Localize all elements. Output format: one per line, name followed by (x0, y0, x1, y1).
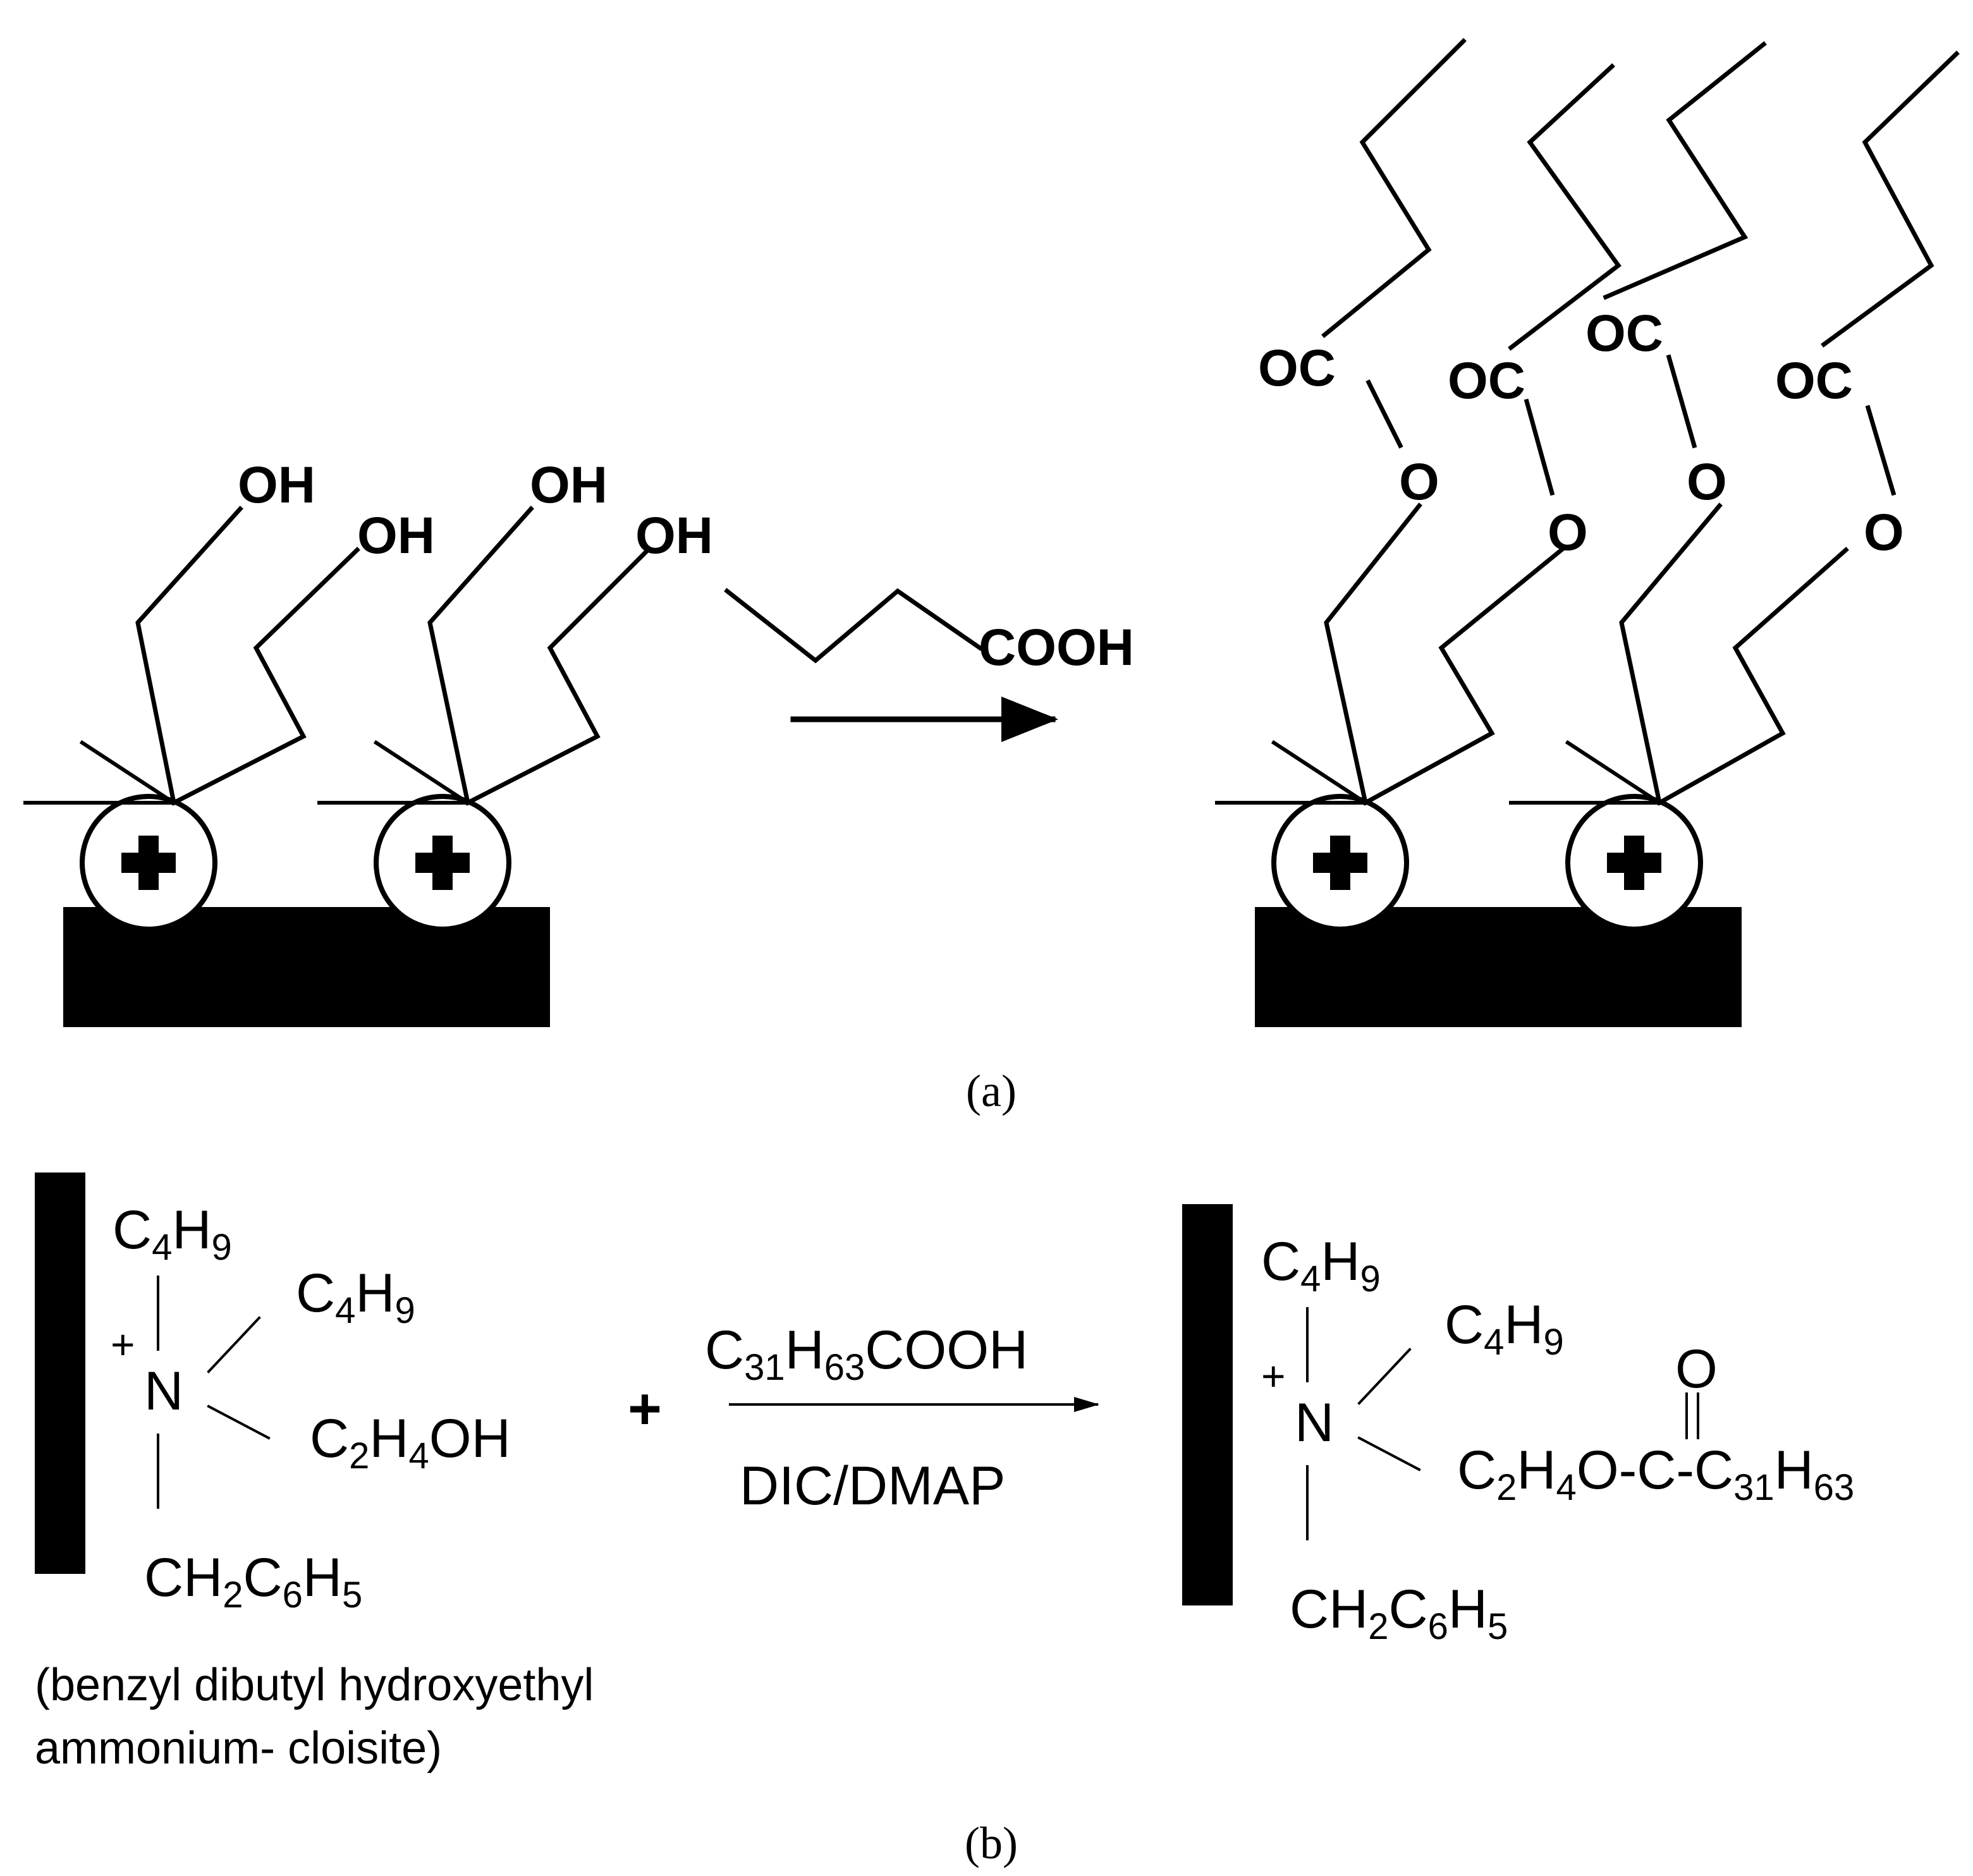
ammonium-nitrogen: N (1295, 1392, 1334, 1453)
product-esterified-clay: C4H9 C4H9 + N O C2H4O-C-C31H63 CH2C6H5 (1182, 1204, 1854, 1647)
carboxyl-label: COOH (979, 619, 1134, 676)
reactant-ammonium-clay: C4H9 C4H9 C2H4OH CH2C6H5 + N (benzyl dib… (35, 1172, 594, 1774)
hydroxyl-chains-before: OH OH OH OH (135, 456, 713, 806)
ester-carbonyl-label: OC (1448, 352, 1525, 410)
ammonium-charge: + (111, 1321, 135, 1368)
ester-carbonyl-label: OC (1258, 339, 1336, 397)
substituent-hydroxyethyl: C2H4OH (310, 1408, 511, 1477)
ester-oxygen-label: O (1399, 453, 1439, 511)
panel-a: OH OH OH OH COOH OC O OC O O (25, 38, 1960, 1116)
panel-b: C4H9 C4H9 C2H4OH CH2C6H5 + N (benzyl dib… (35, 1172, 1854, 1868)
ester-oxygen-label: O (1548, 504, 1588, 561)
ester-carbonyl-label: OC (1585, 305, 1663, 362)
clay-layer-bar (35, 1172, 85, 1574)
reagent-below-arrow: DIC/DMAP (740, 1456, 1005, 1516)
reactant-name-line-1: (benzyl dibutyl hydroxyethyl (35, 1660, 594, 1710)
reactant-name-line-2: ammonium- cloisite) (35, 1723, 442, 1774)
reaction-conditions: C31H63COOH DIC/DMAP (705, 1320, 1099, 1516)
ammonium-nitrogen: N (144, 1361, 183, 1422)
ester-oxygen-label: O (1687, 453, 1727, 511)
ester-oxygen-label: O (1864, 504, 1904, 561)
substituent-butyl-top: C4H9 (113, 1200, 232, 1268)
plus-sign: + (628, 1377, 662, 1441)
clay-surface-after (1217, 743, 1742, 1027)
substituent-benzyl: CH2C6H5 (144, 1547, 362, 1616)
reagent-above-arrow: C31H63COOH (705, 1320, 1028, 1388)
hydroxyl-label: OH (357, 507, 435, 564)
carbonyl-oxygen: O (1675, 1339, 1718, 1399)
clay-layer-bar (1182, 1204, 1233, 1605)
substituent-butyl-right: C4H9 (1445, 1294, 1564, 1363)
ammonium-charge: + (1261, 1353, 1286, 1399)
hydroxyl-label: OH (238, 456, 315, 514)
caption-b: (b) (965, 1818, 1018, 1868)
ester-carbonyl-label: OC (1775, 352, 1853, 410)
ester-chain: C2H4O-C-C31H63 (1457, 1440, 1854, 1508)
caption-a: (a) (966, 1066, 1017, 1116)
clay-surface-before (25, 743, 550, 1027)
substituent-butyl-right: C4H9 (296, 1263, 415, 1331)
substituent-butyl-top: C4H9 (1261, 1231, 1381, 1300)
hydroxyl-label: OH (635, 507, 713, 564)
hydroxyl-label: OH (530, 456, 608, 514)
substituent-benzyl: CH2C6H5 (1290, 1579, 1508, 1647)
ester-chains-after: OC O OC O OC O OC O (1258, 38, 1960, 806)
carboxylic-acid-reagent: COOH (724, 588, 1134, 676)
